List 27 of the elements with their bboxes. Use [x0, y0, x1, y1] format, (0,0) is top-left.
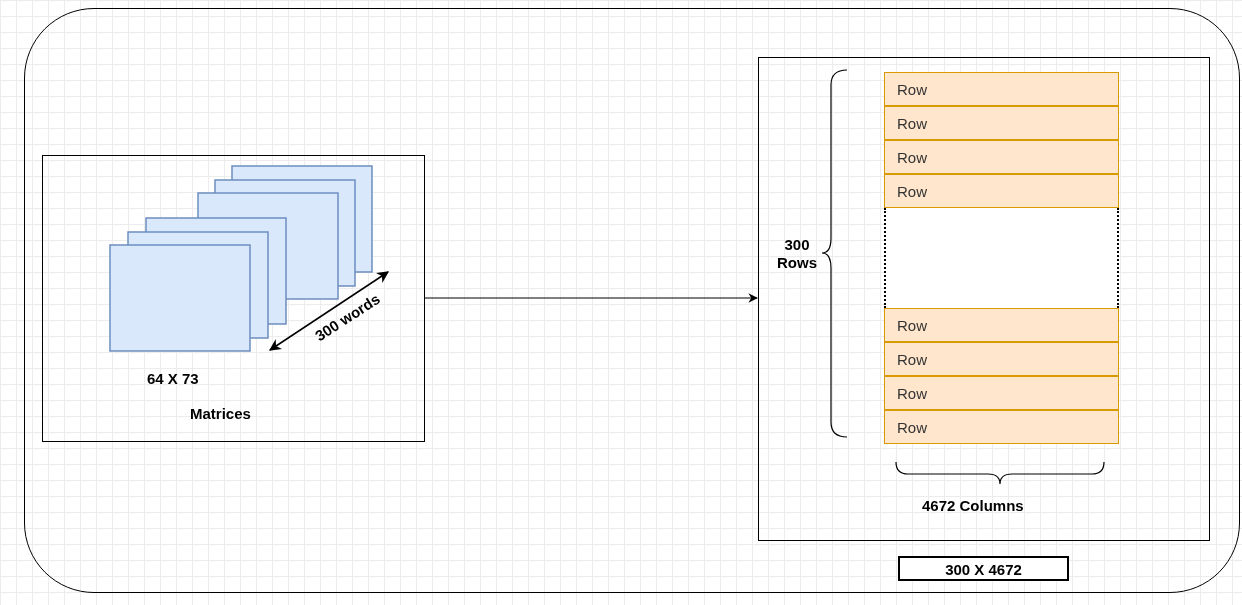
- gap-box: [884, 208, 1119, 308]
- matrices-panel: [42, 155, 425, 442]
- row-box: [884, 174, 1119, 208]
- row-label: Row: [897, 385, 927, 402]
- row-box: [884, 106, 1119, 140]
- row-label: Row: [897, 149, 927, 166]
- row-label: Row: [897, 183, 927, 200]
- row-box: [884, 308, 1119, 342]
- row-label: Row: [897, 351, 927, 368]
- size-box: [898, 556, 1069, 581]
- row-box: [884, 72, 1119, 106]
- dimension-text: 300 X 4672: [944, 561, 1023, 578]
- row-label: Row: [897, 419, 927, 436]
- brace-label: 300 Rows: [776, 236, 818, 272]
- dimension-text: 64 X 73: [147, 370, 199, 387]
- row-box: [884, 140, 1119, 174]
- row-box: [884, 342, 1119, 376]
- row-box: [884, 410, 1119, 444]
- row-box: [884, 376, 1119, 410]
- panel-title: Matrices: [190, 405, 251, 422]
- row-label: Row: [897, 115, 927, 132]
- brace-label: 4672 Columns: [922, 497, 1024, 515]
- rounded-container: [24, 8, 1240, 593]
- table-panel: [758, 57, 1210, 541]
- row-label: Row: [897, 317, 927, 334]
- row-label: Row: [897, 81, 927, 98]
- arrow: [423, 293, 758, 303]
